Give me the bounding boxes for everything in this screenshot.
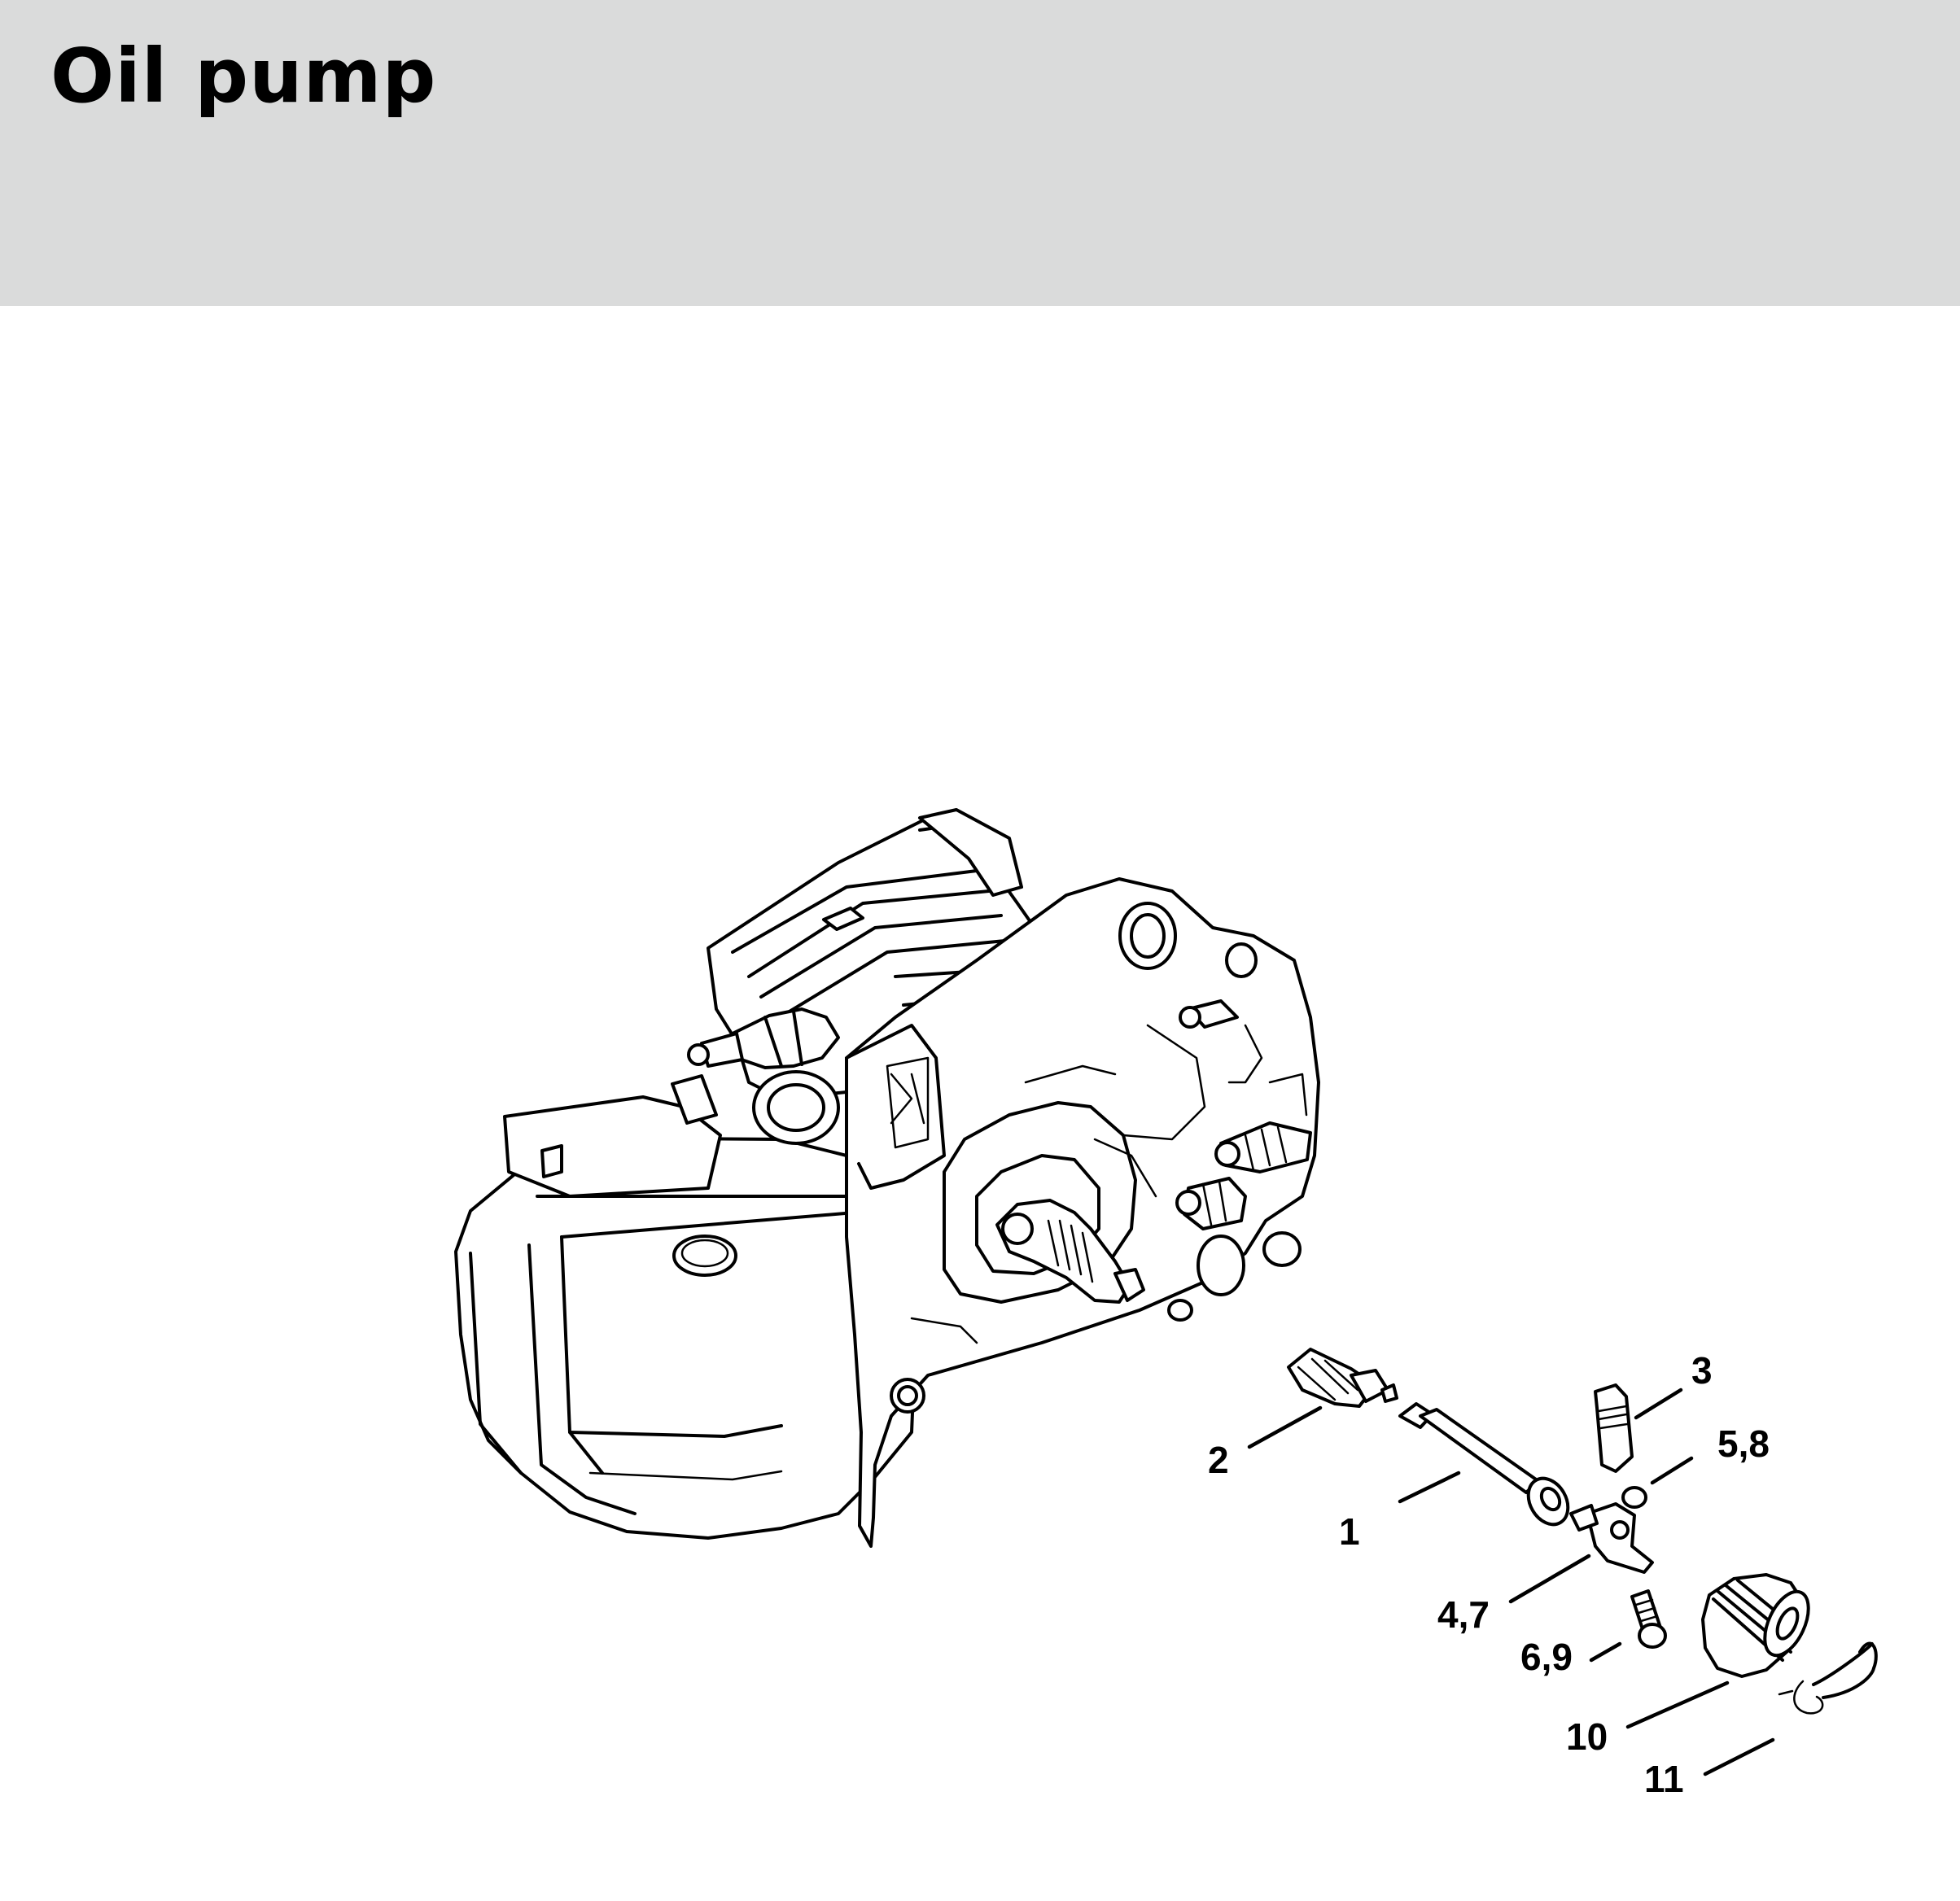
part-4-7-pump-housing [1569,1502,1654,1574]
callout-label-2: 2 [1208,1439,1229,1481]
leader-line-6-9 [1589,1641,1622,1663]
exploded-parts-diagram: 1 2 3 5,8 4,7 6,9 10 11 [454,808,1878,1800]
leader-line-4-7 [1508,1554,1591,1604]
leader-line-3 [1634,1388,1683,1420]
part-10-worm-gear [1701,1573,1810,1678]
part-1-oil-hose [1398,1402,1570,1527]
callout-label-4-7: 4,7 [1437,1593,1490,1636]
leader-line-10 [1625,1680,1730,1729]
callout-label-1: 1 [1339,1510,1360,1553]
callout-label-11: 11 [1644,1758,1684,1800]
part-3-pump-piston [1594,1383,1634,1473]
leader-line-5-8 [1650,1456,1694,1485]
callout-label-10: 10 [1566,1715,1608,1758]
callout-label-5-8: 5,8 [1717,1422,1770,1465]
part-6-9-screw [1630,1589,1667,1649]
leader-line-2 [1247,1405,1323,1449]
leader-line-1 [1398,1471,1461,1504]
part-11-spring-clip [1778,1641,1878,1715]
engine-housing-illustration [454,808,1320,1548]
page-title: Oil pump [50,33,437,120]
callout-label-6-9: 6,9 [1520,1636,1573,1678]
leader-line-11 [1703,1737,1775,1776]
header-band: Oil pump [0,0,1960,306]
part-5-8-o-ring [1621,1486,1647,1509]
part-2-oil-pickup-body [1287,1348,1398,1408]
callout-label-3: 3 [1691,1349,1713,1392]
